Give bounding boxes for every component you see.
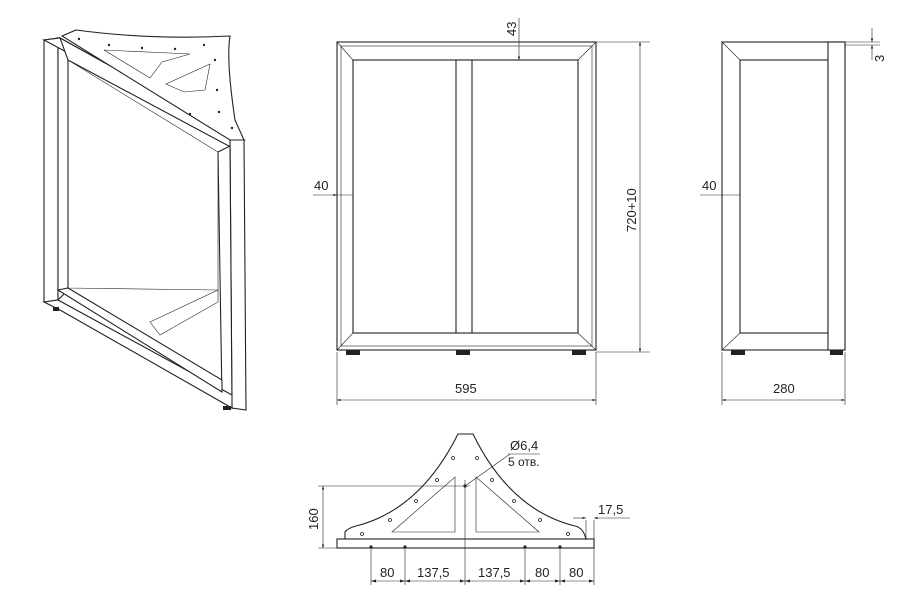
mounting-plate-view: Ø6,4 5 отв. 160 80 137,5 137,5 80 80 17,… <box>306 433 630 585</box>
dim-plate-spacing-4: 80 <box>535 565 549 580</box>
dim-plate-spacing-3: 137,5 <box>478 565 511 580</box>
dim-plate-height: 160 <box>306 508 321 530</box>
dim-side-top-offset: 3 <box>872 55 887 62</box>
dim-side-depth: 280 <box>773 381 795 396</box>
dim-front-height: 720+10 <box>624 188 639 232</box>
dim-plate-spacing-5: 80 <box>569 565 583 580</box>
hole-diameter-label: Ø6,4 <box>510 438 538 453</box>
plate-hole-dots <box>77 37 234 130</box>
dim-front-width: 595 <box>455 381 477 396</box>
side-view: 3 40 280 <box>700 28 887 405</box>
front-view: 43 720+10 40 595 <box>313 18 650 405</box>
dim-front-top-gap: 43 <box>504 22 519 36</box>
plate-holes <box>360 456 570 549</box>
dim-front-side-width: 40 <box>314 178 328 193</box>
dim-plate-spacing-2: 137,5 <box>417 565 450 580</box>
dim-plate-offset: 17,5 <box>598 502 623 517</box>
hole-count-label: 5 отв. <box>508 455 540 469</box>
dim-side-side-width: 40 <box>702 178 716 193</box>
isometric-view <box>42 29 247 411</box>
dim-plate-spacing-1: 80 <box>380 565 394 580</box>
